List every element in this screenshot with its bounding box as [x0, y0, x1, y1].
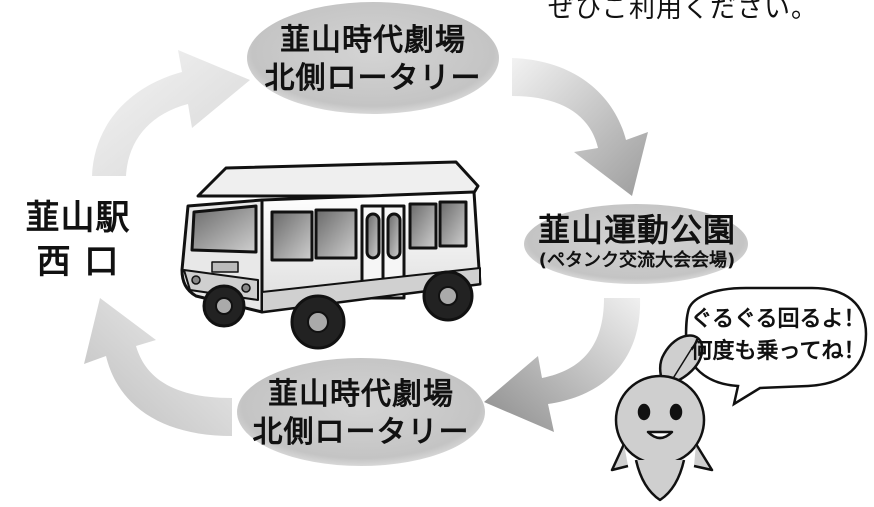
stop-right-line1: 韮山運動公園 [537, 211, 736, 249]
stop-bottom-line2: 北側ロータリー [252, 415, 470, 450]
stop-top-line2: 北側ロータリー [264, 61, 482, 96]
note-text: ぜひご利用ください。 [548, 0, 819, 24]
mascot-character [610, 334, 714, 502]
stop-top-label: 韮山時代劇場 北側ロータリー [258, 22, 488, 98]
arrow-bottom-to-left [84, 298, 232, 436]
stop-left-line2: 西 口 [36, 242, 120, 282]
stop-right-ellipse [524, 204, 748, 284]
stop-top-line1: 韮山時代劇場 [280, 23, 466, 58]
speech-line2: 何度も乗ってね！ [690, 339, 866, 364]
bus-illustration [180, 160, 482, 350]
stop-bottom-line1: 韮山時代劇場 [268, 377, 454, 412]
stop-bottom-ellipse [237, 358, 485, 466]
arrow-right-to-bottom [484, 298, 641, 432]
stop-right-label: 韮山運動公園 (ペタンク交流大会会場) [512, 212, 762, 274]
speech-line1: ぐるぐる回るよ！ [690, 307, 866, 332]
stop-left-line1: 韮山駅 [25, 198, 131, 238]
arrow-left-to-top [92, 50, 250, 176]
arrow-top-to-right [512, 58, 648, 196]
speech-text: ぐるぐる回るよ！ 何度も乗ってね！ [690, 304, 866, 368]
stop-right-line2: (ペタンク交流大会会場) [538, 250, 736, 271]
stop-bottom-label: 韮山時代劇場 北側ロータリー [246, 376, 476, 452]
stop-top-ellipse [247, 2, 499, 114]
stop-left-label: 韮山駅 西 口 [18, 196, 138, 284]
